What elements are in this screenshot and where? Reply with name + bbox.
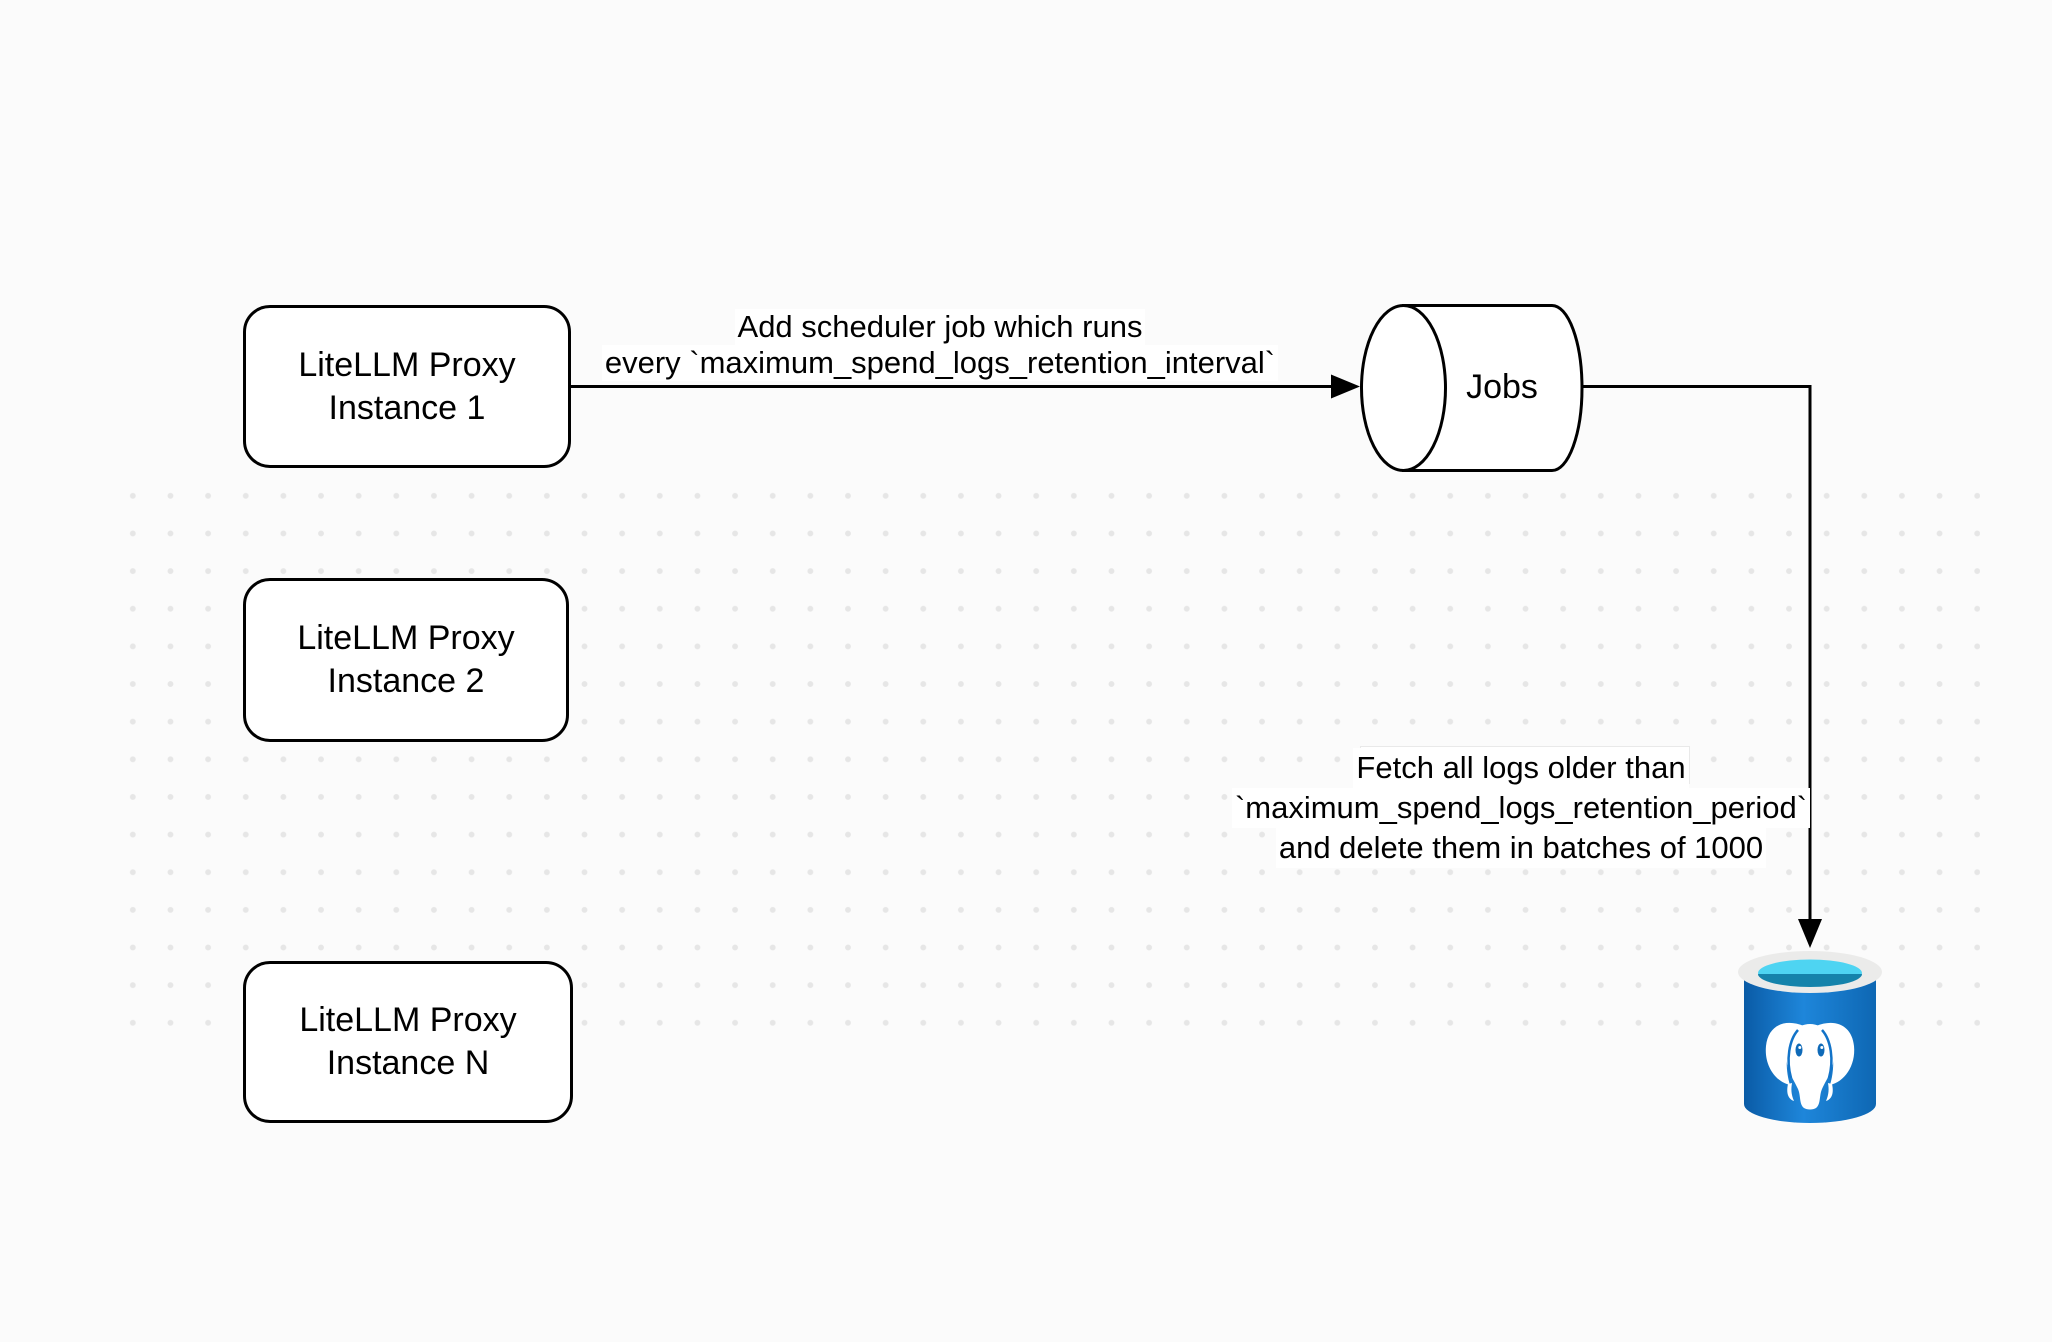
node-litellm-proxy-instance-2: LiteLLM Proxy Instance 2	[243, 578, 569, 742]
queue-left-cap	[1360, 304, 1447, 472]
jobs-queue-cylinder	[1360, 304, 1584, 472]
postgresql-database-icon	[1738, 951, 1882, 1123]
edge-label-scheduler: Add scheduler job which runs every `maxi…	[590, 309, 1290, 381]
arrowhead-into-jobs	[1331, 374, 1360, 399]
edge-label-line: `maximum_spend_logs_retention_period`	[1231, 788, 1811, 828]
node-label: Jobs	[1466, 367, 1538, 406]
node-label: LiteLLM Proxy Instance 1	[298, 345, 516, 427]
edge-label-line: Fetch all logs older than	[1353, 748, 1689, 788]
database-inner-teal	[1758, 974, 1862, 987]
node-litellm-proxy-instance-1: LiteLLM Proxy Instance 1	[243, 305, 571, 468]
node-label: LiteLLM Proxy Instance 2	[297, 619, 515, 700]
node-label: LiteLLM Proxy Instance N	[299, 1001, 517, 1082]
edge-label-fetch: Fetch all logs older than `maximum_spend…	[1221, 748, 1821, 868]
edge-label-line: every `maximum_spend_logs_retention_inte…	[601, 345, 1279, 381]
edge-label-line: Add scheduler job which runs	[734, 309, 1146, 345]
edge-label-line: and delete them in batches of 1000	[1275, 828, 1767, 868]
postgres-elephant-details	[1787, 1029, 1833, 1079]
node-litellm-proxy-instance-n: LiteLLM Proxy Instance N	[243, 961, 573, 1123]
jobs-label: Jobs	[1420, 302, 1584, 472]
